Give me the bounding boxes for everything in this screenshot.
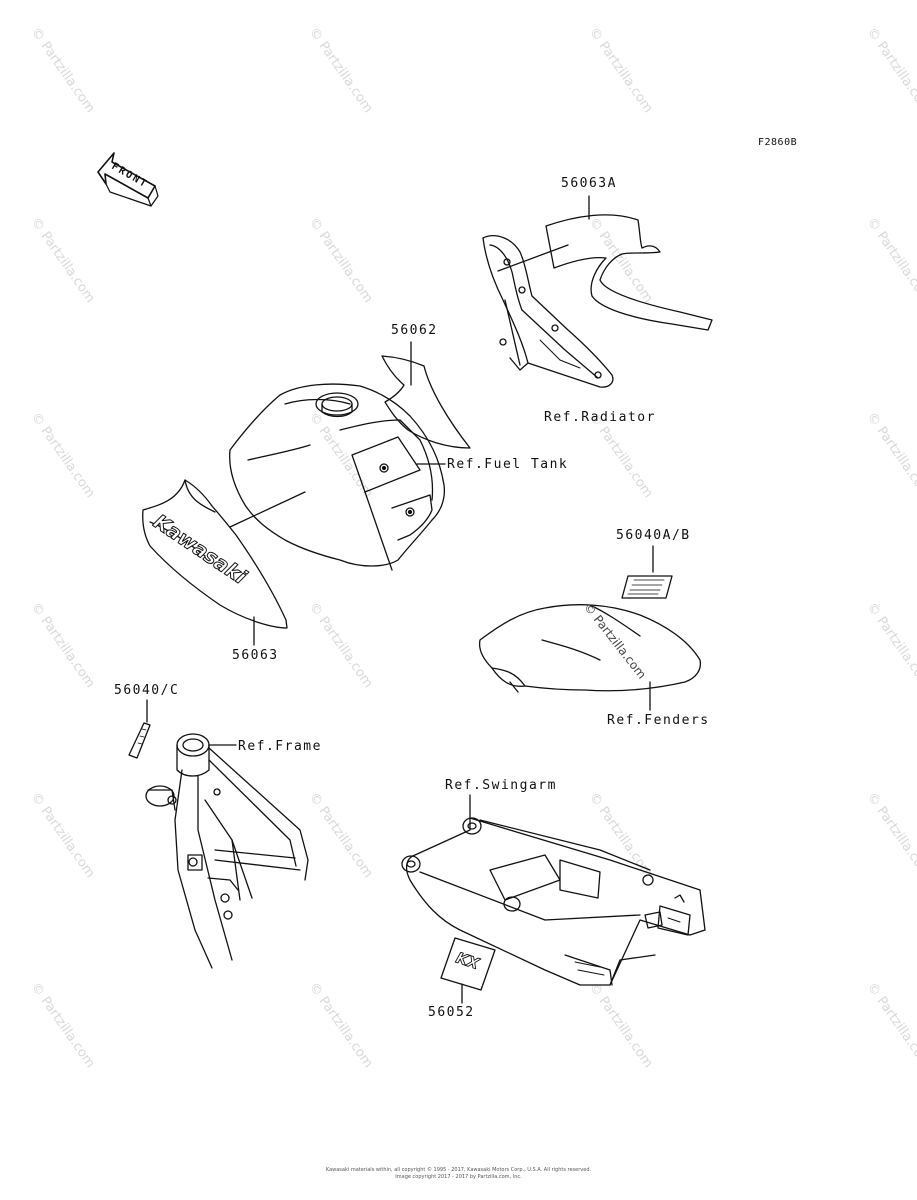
copyright-footer: Kawasaki materials within, all copyright…: [0, 1167, 917, 1181]
swingarm-decal-text: KX: [454, 949, 483, 974]
copyright-line-1: Kawasaki materials within, all copyright…: [325, 1167, 592, 1173]
decal-56062: [381, 341, 471, 449]
diagram-code: F2860B: [758, 137, 798, 148]
label-part-56040AB: 56040A/B: [616, 528, 691, 543]
label-part-56063A: 56063A: [561, 176, 617, 191]
decal-56052: KX: [440, 937, 496, 1004]
frame: [145, 733, 309, 969]
copyright-line-2: Image copyright 2017 - 2017 by Partzilla…: [395, 1174, 522, 1180]
front-arrow-icon: FRONT: [97, 152, 159, 207]
label-56040C: [128, 699, 151, 759]
label-ref-frame: Ref.Frame: [238, 739, 322, 754]
label-ref-swingarm: Ref.Swingarm: [445, 778, 557, 793]
label-part-56063: 56063: [232, 648, 279, 663]
swingarm: [401, 794, 706, 986]
label-56040AB: [621, 545, 673, 599]
kawasaki-logo-text: Kawasaki: [149, 509, 252, 589]
decal-56063: Kawasaki: [142, 479, 288, 646]
label-ref-fuel-tank: Ref.Fuel Tank: [447, 457, 569, 472]
fuel-tank: [229, 383, 446, 571]
rear-fender: [478, 604, 702, 711]
label-ref-fenders: Ref.Fenders: [607, 713, 710, 728]
label-part-56062: 56062: [391, 323, 438, 338]
label-ref-radiator: Ref.Radiator: [544, 410, 656, 425]
label-part-56040C: 56040/C: [114, 683, 180, 698]
radiator-shroud: [482, 235, 614, 388]
decal-56063A: [497, 195, 713, 331]
label-part-56052: 56052: [428, 1005, 475, 1020]
